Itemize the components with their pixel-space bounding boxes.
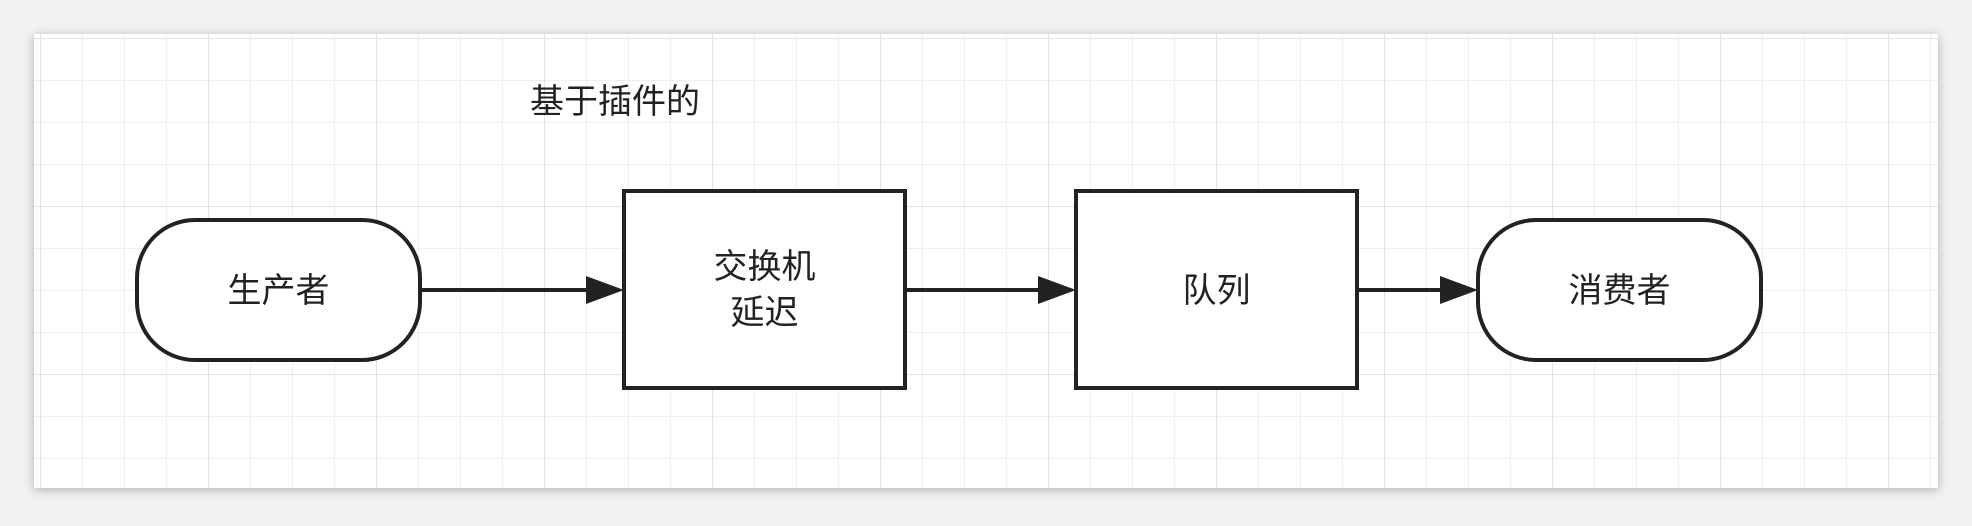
producer-label: 生产者 [228,271,330,311]
producer-node: 生产者 [135,218,422,362]
arrowhead-icon [1440,276,1478,304]
exchange-shape [622,189,907,390]
consumer-node: 消费者 [1476,218,1763,362]
exchange-label-line1: 交换机 [714,247,816,287]
exchange-node: 交换机 延迟 [622,189,907,390]
diagram-caption: 基于插件的 [530,82,700,122]
diagram-canvas: 基于插件的 生产者 交换机 延迟 [34,34,1938,488]
exchange-label-line2: 延迟 [731,293,799,333]
edge-exchange-to-queue [905,276,1076,304]
arrowhead-icon [1038,276,1076,304]
arrowhead-icon [586,276,624,304]
queue-shape [1074,189,1359,390]
flow-diagram: 生产者 交换机 延迟 队列 消费者 [135,189,1763,390]
queue-label: 队列 [1183,271,1251,311]
queue-node: 队列 [1074,189,1359,390]
consumer-label: 消费者 [1569,271,1671,311]
edge-queue-to-consumer [1357,276,1478,304]
edge-producer-to-exchange [420,276,624,304]
consumer-shape [1476,218,1763,362]
